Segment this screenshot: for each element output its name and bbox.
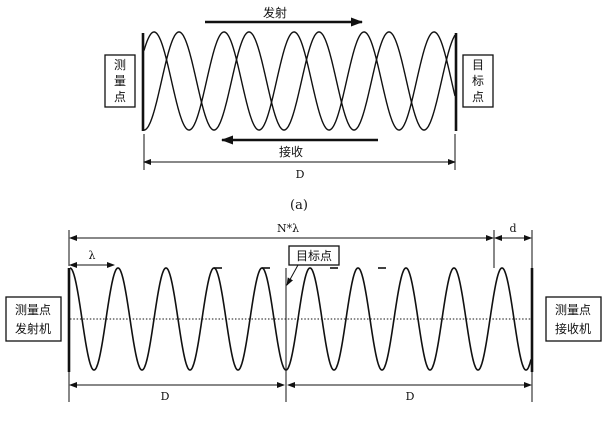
target-pointer — [286, 264, 299, 286]
received-wave — [143, 31, 456, 131]
receiver-box: 测量点 接收机 — [545, 296, 602, 342]
panel-a: 测 量 点 目 标 点 发射 接收 D (a) — [104, 5, 494, 213]
total-distance-label: N*λ — [277, 222, 299, 235]
remainder-label: d — [509, 222, 516, 235]
right-distance-label: D — [406, 390, 415, 403]
transmitter-box: 测量点 发射机 — [5, 296, 62, 342]
receive-label: 接收 — [279, 144, 303, 159]
measure-point-char-2: 量 — [114, 74, 126, 88]
emitted-wave — [144, 31, 456, 131]
panel-b: N*λ d λ 目标点 测量点 发射机 测量点 接收机 — [5, 222, 602, 403]
left-distance-label: D — [161, 390, 170, 403]
receiver-line-1: 测量点 — [555, 303, 591, 317]
measure-point-box: 测 量 点 — [104, 54, 136, 108]
measure-point-char-1: 测 — [114, 58, 126, 72]
transmitter-line-2: 发射机 — [15, 321, 51, 336]
target-char-1: 目 — [472, 58, 484, 72]
receiver-line-2: 接收机 — [555, 321, 591, 336]
target-label: 目标点 — [296, 249, 332, 263]
wavelength-label: λ — [89, 249, 96, 262]
target-char-2: 标 — [472, 74, 484, 88]
emit-label: 发射 — [263, 5, 287, 20]
panel-a-distance-label: D — [296, 168, 305, 181]
target-label-box — [288, 245, 340, 266]
target-char-3: 点 — [472, 90, 484, 104]
standing-wave — [69, 267, 532, 371]
target-point-box: 目 标 点 — [462, 54, 494, 108]
transmitter-line-1: 测量点 — [15, 303, 51, 317]
measure-point-char-3: 点 — [114, 90, 126, 104]
panel-a-caption: (a) — [290, 198, 308, 213]
